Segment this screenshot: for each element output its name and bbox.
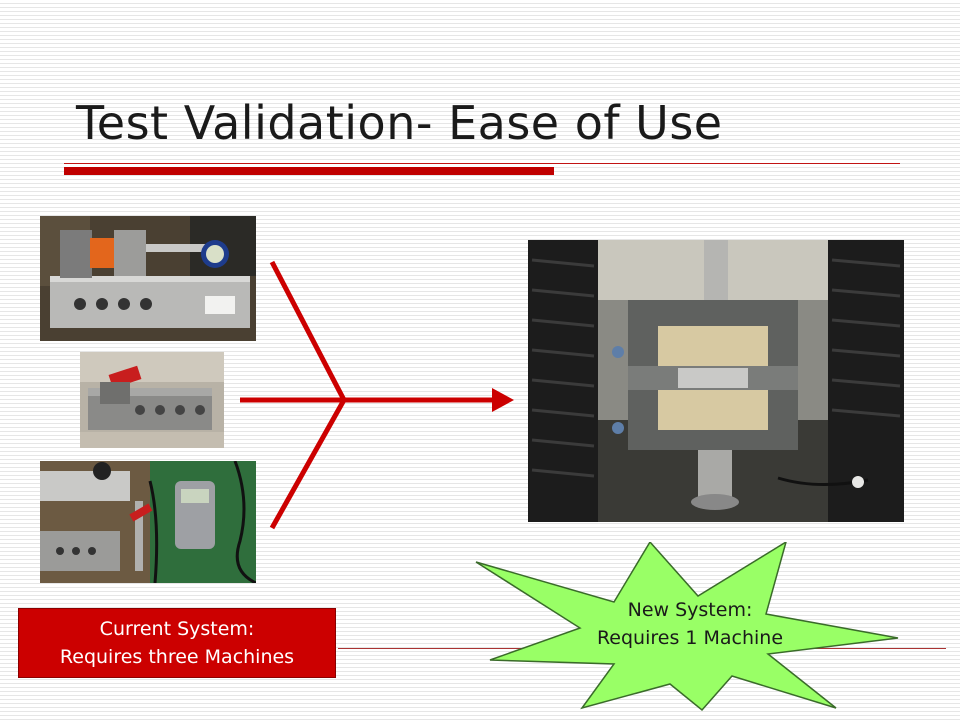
new-system-label: New System: Requires 1 Machine <box>560 596 820 652</box>
title-rule-thick <box>64 167 554 175</box>
current-system-photo-2 <box>80 352 224 448</box>
title-rule-thin <box>64 163 900 164</box>
current-system-photo-1 <box>40 216 256 341</box>
slide-title: Test Validation- Ease of Use <box>76 96 723 150</box>
current-system-line-2: Requires three Machines <box>59 646 295 668</box>
current-system-label: Current System: Requires three Machines <box>18 608 336 678</box>
new-system-photo <box>528 240 904 522</box>
converging-arrow-icon <box>240 260 514 530</box>
new-system-line-1: New System: <box>627 599 753 621</box>
current-system-photo-3 <box>40 461 256 583</box>
current-system-line-1: Current System: <box>99 618 255 640</box>
starburst-shape <box>475 542 899 712</box>
new-system-line-2: Requires 1 Machine <box>596 627 784 649</box>
